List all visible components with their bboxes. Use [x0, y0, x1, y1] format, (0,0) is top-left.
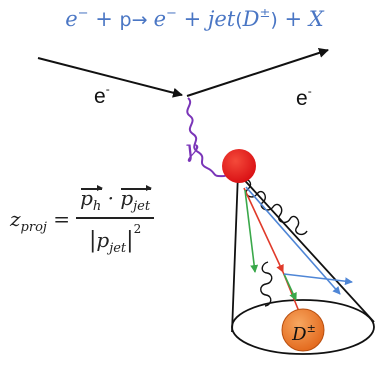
reaction-electron-in-charge: −	[77, 6, 89, 21]
track-green	[244, 189, 259, 273]
incoming-electron-line	[37, 57, 183, 98]
reaction-electron-out-charge: −	[166, 6, 177, 21]
formula-z-subscript: proj	[20, 219, 47, 235]
outgoing-electron-charge: -	[307, 84, 312, 98]
reaction-d-meson-charge: ±	[259, 6, 271, 21]
outgoing-electron-symbol: e	[296, 87, 308, 110]
formula-power: 2	[133, 221, 142, 236]
formula-p-jet-den-subscript: jet	[109, 240, 127, 256]
formula-vec-ph: ph	[80, 185, 104, 214]
formula-p-jet-subscript: jet	[133, 199, 151, 214]
reaction-close-paren: )	[270, 9, 278, 31]
formula-abs-close: |	[126, 227, 134, 253]
outgoing-electron-line	[186, 48, 329, 97]
formula-numerator: ph · pjet	[76, 185, 154, 217]
reaction-open-paren: (	[235, 9, 243, 31]
formula-p-h: p	[80, 186, 93, 210]
incoming-electron-label: e-	[94, 82, 110, 109]
formula-p-jet: p	[120, 186, 134, 210]
reaction-electron-in: e	[65, 7, 78, 31]
track-green-2	[283, 273, 297, 301]
z-proj-formula: zproj = ph · pjet |pjet|2	[10, 185, 155, 256]
formula-p-jet-den: p	[96, 227, 110, 252]
outgoing-electron-label: e-	[296, 84, 312, 111]
jet-cone	[231, 172, 375, 333]
formula-z: z	[10, 206, 21, 231]
track-blue	[245, 186, 341, 295]
d-meson-label: D±	[282, 322, 326, 345]
track-blue-2	[283, 273, 353, 286]
photon-label: γ	[184, 135, 199, 163]
formula-abs-open: |	[88, 227, 97, 253]
reaction-jet: jet	[207, 7, 236, 31]
incoming-electron-charge: -	[105, 82, 110, 96]
reaction-plus-3: +	[277, 7, 309, 31]
track-red	[243, 187, 284, 273]
formula-fraction: ph · pjet |pjet|2	[76, 185, 155, 256]
gluon-lower	[260, 261, 273, 307]
formula-lhs: zproj =	[10, 207, 70, 235]
reaction-arrow: →	[131, 9, 154, 31]
jet-cone-base	[231, 299, 375, 355]
reaction-proton: p	[119, 9, 132, 31]
formula-p-h-subscript: h	[92, 199, 102, 214]
reaction-electron-out: e	[153, 7, 166, 31]
d-meson-charge: ±	[306, 322, 316, 335]
incoming-electron-symbol: e	[94, 85, 106, 108]
reaction-plus-2: +	[176, 7, 208, 31]
formula-dot: ·	[101, 186, 121, 210]
formula-denominator: |pjet|2	[89, 219, 141, 256]
interaction-vertex	[222, 149, 256, 183]
formula-fraction-bar	[76, 217, 155, 219]
reaction-plus-1: +	[88, 7, 120, 31]
formula-vec-pjet: pjet	[120, 185, 152, 214]
reaction-equation: e− + p→ e− + jet(D±) + X	[0, 6, 389, 31]
d-meson-symbol: D	[292, 324, 307, 345]
photon-line	[186, 97, 239, 178]
reaction-d-meson: D	[242, 7, 260, 31]
reaction-x: X	[308, 7, 324, 31]
formula-equals: =	[46, 206, 71, 231]
d-meson-ball	[281, 308, 325, 352]
